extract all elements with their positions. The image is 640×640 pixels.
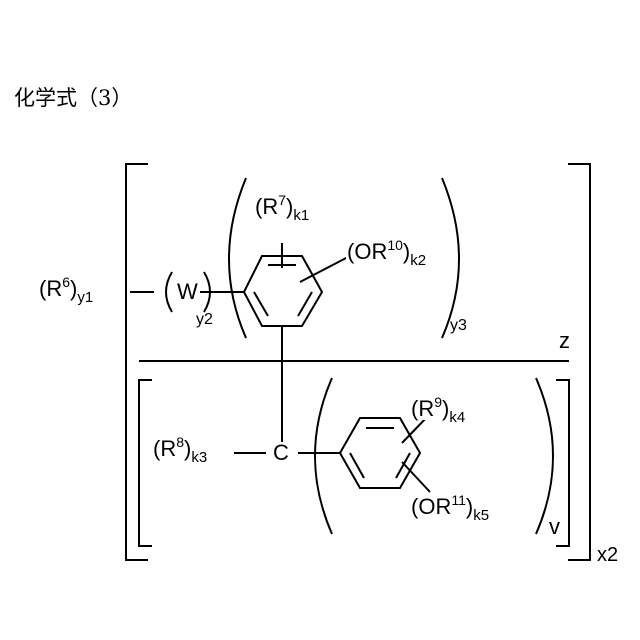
- r7-group-label: (R7)k1: [254, 196, 310, 218]
- r8-superscript: 8: [176, 434, 184, 450]
- z-label: z: [558, 330, 571, 352]
- or11-group-label: (OR11)k5: [410, 496, 490, 518]
- v-label: v: [548, 516, 561, 538]
- or10-subscript: k2: [410, 252, 426, 269]
- y3-subscript: y3: [450, 318, 467, 334]
- or10-open: (OR: [347, 239, 387, 264]
- r8-group-label: (R8)k3: [152, 438, 208, 460]
- r9-open: (R: [411, 396, 434, 421]
- r6-group-label: (R6)y1: [38, 278, 94, 300]
- r6-open: (R: [39, 276, 62, 301]
- y2-subscript: y2: [196, 312, 213, 328]
- w-paren-left: [166, 272, 172, 312]
- x2-label: x2: [596, 545, 619, 565]
- r8-open: (R: [153, 436, 176, 461]
- ring2-paren-left: [315, 378, 332, 534]
- r7-open: (R: [255, 194, 278, 219]
- r7-subscript: k1: [293, 207, 309, 224]
- r9-group-label: (R9)k4: [410, 398, 466, 420]
- or10-superscript: 10: [387, 237, 403, 253]
- ring1-paren-right: [442, 178, 459, 338]
- or11-subscript: k5: [473, 507, 489, 524]
- outer-bracket-right: [568, 164, 590, 560]
- inner-bracket-left: [139, 380, 152, 546]
- r6-superscript: 6: [62, 274, 70, 290]
- r9-superscript: 9: [434, 394, 442, 410]
- w-label: W: [176, 281, 199, 303]
- r8-subscript: k3: [191, 449, 207, 466]
- or11-open: (OR: [411, 494, 451, 519]
- carbon-label: C: [272, 442, 290, 464]
- r7-superscript: 7: [278, 192, 286, 208]
- ring2-paren-right: [536, 378, 553, 534]
- r6-subscript: y1: [77, 289, 93, 306]
- or10-group-label: (OR10)k2: [346, 241, 427, 263]
- bond-ring1-or10: [300, 257, 348, 282]
- r9-subscript: k4: [449, 409, 465, 426]
- ring1-double-c: [254, 292, 268, 316]
- ring1-paren-left: [229, 178, 246, 338]
- or11-superscript: 11: [451, 492, 466, 508]
